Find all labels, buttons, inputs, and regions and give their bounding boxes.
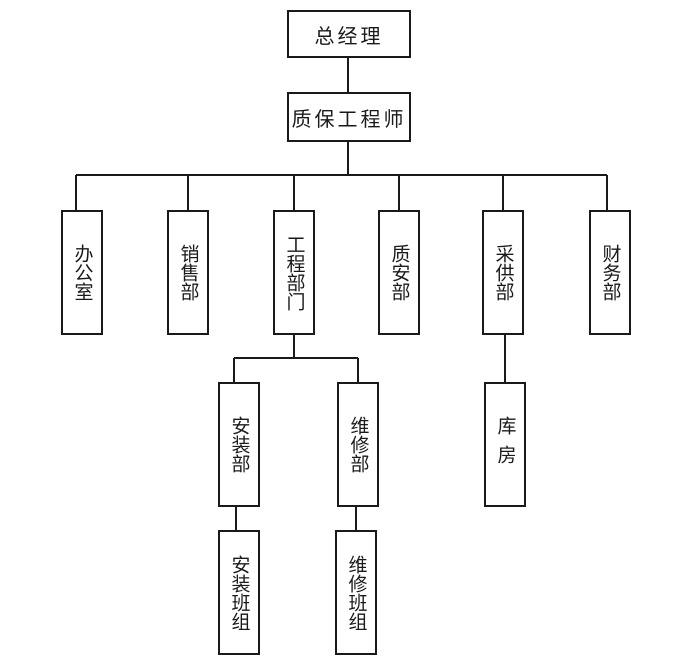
node-installation-dept: 安装部 [218, 382, 260, 507]
node-quality-safety: 质安部 [378, 210, 420, 335]
node-qa-engineer: 质保工程师 [287, 92, 411, 142]
node-installation-team: 安装班组 [218, 530, 260, 655]
node-maintenance-dept: 维修部 [337, 382, 379, 507]
node-finance: 财务部 [589, 210, 631, 335]
node-engineering: 工程部门 [273, 210, 315, 335]
node-office: 办公室 [61, 210, 103, 335]
node-maintenance-team: 维修班组 [335, 530, 377, 655]
node-procurement: 采供部 [482, 210, 524, 335]
node-general-manager: 总经理 [287, 10, 411, 58]
node-sales: 销售部 [167, 210, 209, 335]
node-warehouse: 库房 [484, 382, 526, 507]
